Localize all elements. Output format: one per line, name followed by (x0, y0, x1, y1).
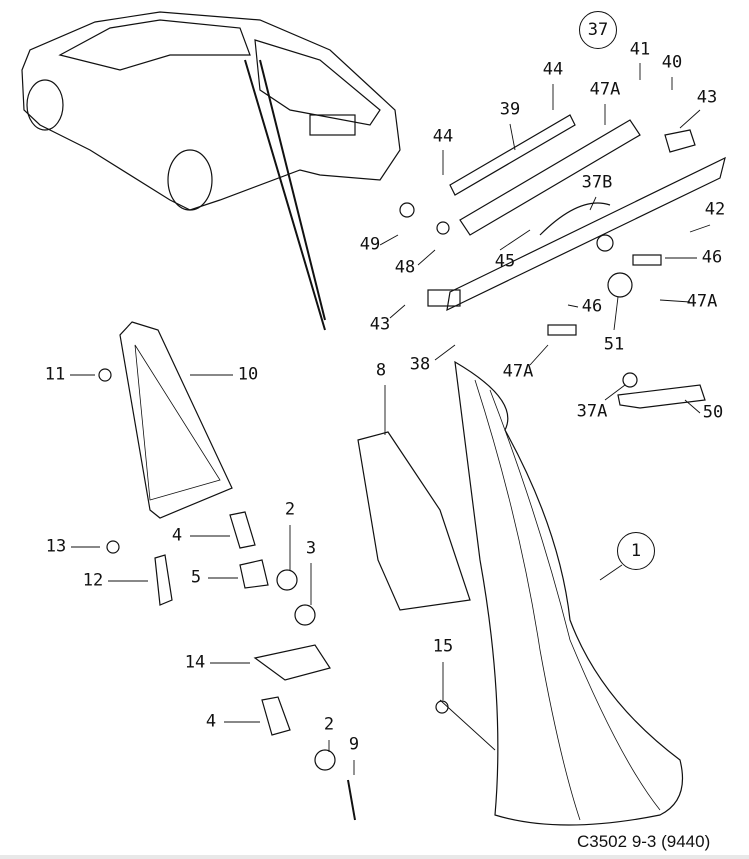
callout-4a: 4 (171, 525, 183, 546)
callout-50: 50 (702, 402, 724, 423)
callout-46b: 46 (581, 296, 603, 317)
callout-3: 3 (305, 538, 317, 559)
callout-14: 14 (184, 652, 206, 673)
callout-37A: 37A (576, 401, 608, 422)
callout-51: 51 (603, 334, 625, 355)
callout-37: 37 (579, 11, 617, 49)
lamp-housing-outline (357, 431, 471, 611)
callout-11: 11 (44, 364, 66, 385)
bulbs-and-holders (98, 202, 450, 821)
callout-10: 10 (237, 364, 259, 385)
callout-44b: 44 (432, 126, 454, 147)
callout-47A-c: 47A (502, 361, 534, 382)
callout-15: 15 (432, 636, 454, 657)
car-illustration (21, 11, 401, 331)
callout-49: 49 (359, 234, 381, 255)
diagram-reference-code: C3502 9-3 (9440) (577, 832, 711, 851)
callout-42: 42 (704, 199, 726, 220)
callout-45: 45 (494, 251, 516, 272)
bottom-divider (0, 855, 749, 859)
callout-12: 12 (82, 570, 104, 591)
callout-39: 39 (499, 99, 521, 120)
callout-37B: 37B (581, 172, 613, 193)
callout-38: 38 (409, 354, 431, 375)
callout-43b: 43 (369, 314, 391, 335)
callout-2b: 2 (323, 714, 335, 735)
callout-9: 9 (348, 734, 360, 755)
leader-lines (70, 63, 711, 775)
callout-2a: 2 (284, 499, 296, 520)
tail-lamp-outline (454, 360, 684, 826)
callout-4b: 4 (205, 711, 217, 732)
callout-41: 41 (629, 39, 651, 60)
callout-1: 1 (617, 532, 655, 570)
callout-47A-a: 47A (589, 79, 621, 100)
spoiler-assembly (427, 114, 726, 409)
callout-47A-b: 47A (686, 291, 718, 312)
callout-44a: 44 (542, 59, 564, 80)
callout-5: 5 (190, 567, 202, 588)
callout-8: 8 (375, 360, 387, 381)
lamp-frame-outline (119, 321, 233, 519)
callout-43a: 43 (696, 87, 718, 108)
callout-46a: 46 (701, 247, 723, 268)
callout-48: 48 (394, 257, 416, 278)
callout-13: 13 (45, 536, 67, 557)
callout-40: 40 (661, 52, 683, 73)
